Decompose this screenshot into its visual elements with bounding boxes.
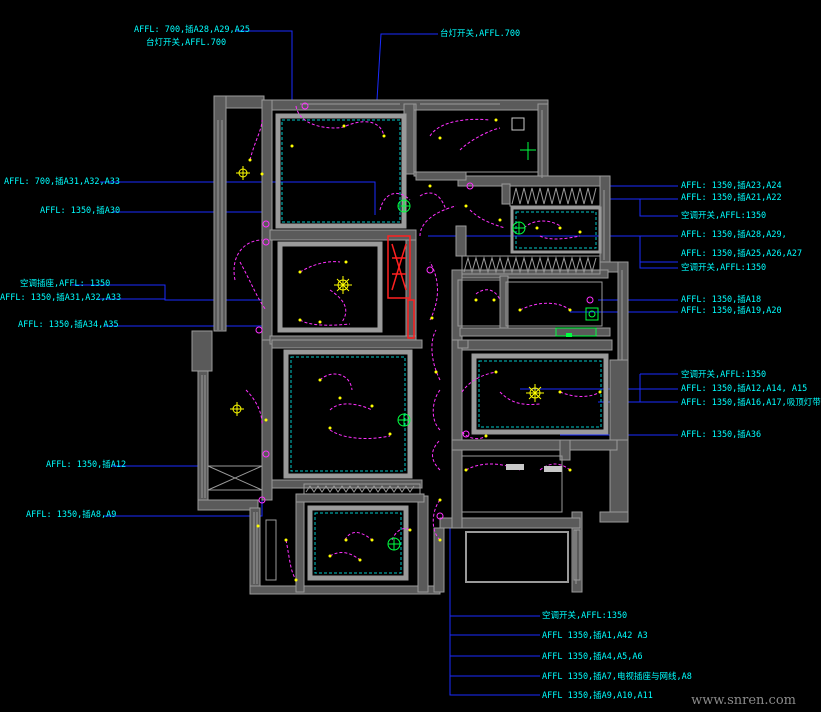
watermark: www.snren.com (691, 693, 796, 708)
annotation-label: AFFL: 1350,插A30 (40, 206, 121, 216)
annotation-label: AFFL 1350,插A4,A5,A6 (542, 652, 643, 662)
ceiling-light-icon (526, 384, 544, 402)
annotation-label: AFFL 1350,插A9,A10,A11 (542, 691, 653, 701)
annotation-label: AFFL: 1350,插A28,A29, (681, 230, 787, 240)
annotation-label: AFFL: 1350,插A12 (46, 460, 127, 470)
annotation-label: AFFL: 1350,插A21,A22 (681, 193, 782, 203)
annotation-label: 台灯开关,AFFL.700 (146, 38, 227, 48)
wardrobe-hatch (265, 185, 601, 581)
circuit-wiring (233, 105, 601, 581)
annotation-label: 空调开关,AFFL:1350 (681, 211, 767, 221)
annotation-label: AFFL 1350,插A1,A42 A3 (542, 631, 648, 641)
annotation-label: AFFL: 1350,插A12,A14, A15 (681, 384, 808, 394)
annotation-label: AFFL: 1350,插A18 (681, 295, 762, 305)
annotation-label: AFFL: 1350,插A23,A24 (681, 181, 782, 191)
annotation-label: 空调插座,AFFL: 1350 (20, 279, 111, 289)
annotation-label: AFFL: 1350,插A8,A9 (26, 510, 117, 520)
annotation-label: 空调开关,AFFL:1350 (681, 370, 767, 380)
annotation-label: AFFL: 1350,插A36 (681, 430, 762, 440)
ceiling-outlines (275, 109, 609, 583)
annotation-label: AFFL: 1350,插A16,A17,吸顶灯带 (681, 398, 821, 408)
annotation-label: 空调开关,AFFL:1350 (681, 263, 767, 273)
outlet-symbol-icons (255, 102, 594, 520)
annotation-label: AFFL: 700,插A31,A32,A33 (4, 177, 120, 187)
ceiling-light-icon (334, 276, 352, 294)
wall-light-icon (236, 166, 250, 180)
switch-icon (506, 117, 572, 472)
outlet-icons (248, 118, 602, 582)
fan-icon (387, 142, 599, 551)
annotation-label: AFFL: 1350,插A25,A26,A27 (681, 249, 803, 259)
annotation-label: AFFL: 1350,插A34,A35 (18, 320, 119, 330)
wall-light-icon (230, 402, 244, 416)
annotation-label: AFFL: 1350,插A19,A20 (681, 306, 782, 316)
electrical-panel (387, 235, 415, 339)
annotation-label: 空调开关,AFFL:1350 (542, 611, 628, 621)
annotation-label: AFFL: 700,插A28,A29,A25 (134, 25, 250, 35)
fixtures (230, 102, 602, 582)
annotation-label: AFFL: 1350,插A31,A32,A33 (0, 293, 122, 303)
annotation-label: AFFL 1350,插A7,电视插座与网线,A8 (542, 672, 692, 682)
annotation-label: 台灯开关,AFFL.700 (440, 29, 521, 39)
floor-plan-drawing (72, 30, 678, 696)
window-lines (201, 103, 623, 584)
